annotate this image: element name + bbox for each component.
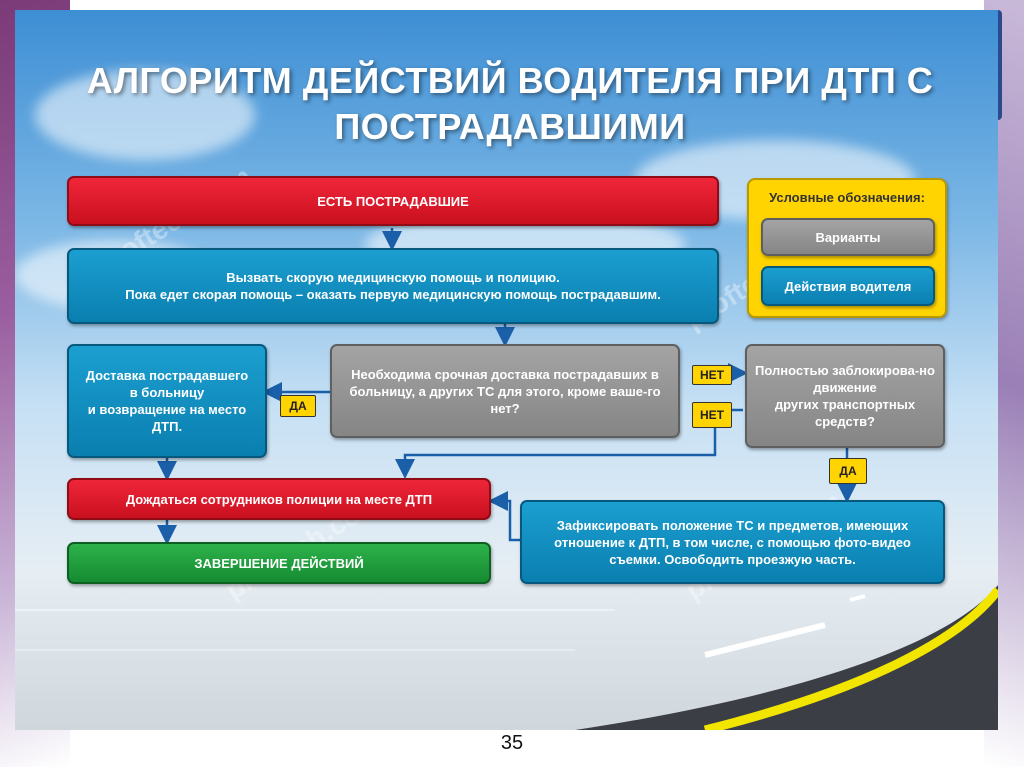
legend-variants: Варианты [761, 218, 935, 256]
node-traffic-blocked-question: Полностью заблокирова-но движение других… [745, 344, 945, 448]
answer-no-right: НЕТ [692, 365, 732, 385]
cloud [35, 70, 255, 160]
answer-yes-left: ДА [280, 395, 316, 417]
page-number: 35 [500, 732, 524, 754]
answer-yes-down: ДА [829, 458, 867, 484]
road-background [15, 585, 998, 730]
slide: proftech.com proftech.com proftech.com p… [15, 10, 998, 730]
node-delivery-to-hospital: Доставка пострадавшего в больницу и возв… [67, 344, 267, 458]
arrow-record-to-wait [488, 491, 520, 542]
node-record-scene: Зафиксировать положение ТС и предметов, … [520, 500, 945, 584]
legend: Условные обозначения: Варианты Действия … [747, 178, 947, 318]
node-finish: ЗАВЕРШЕНИЕ ДЕЙСТВИЙ [67, 542, 491, 584]
answer-no-down: НЕТ [692, 402, 732, 428]
slide-title: АЛГОРИТМ ДЕЙСТВИЙ ВОДИТЕЛЯ ПРИ ДТП С ПОС… [86, 60, 934, 147]
legend-title: Условные обозначения: [769, 190, 925, 205]
node-victims: ЕСТЬ ПОСТРАДАВШИЕ [67, 176, 719, 226]
node-urgent-delivery-question: Необходима срочная доставка пострадавших… [330, 344, 680, 438]
node-wait-police: Дождаться сотрудников полиции на месте Д… [67, 478, 491, 520]
legend-driver-actions: Действия водителя [761, 266, 935, 306]
node-call-ambulance-police: Вызвать скорую медицинскую помощь и поли… [67, 248, 719, 324]
